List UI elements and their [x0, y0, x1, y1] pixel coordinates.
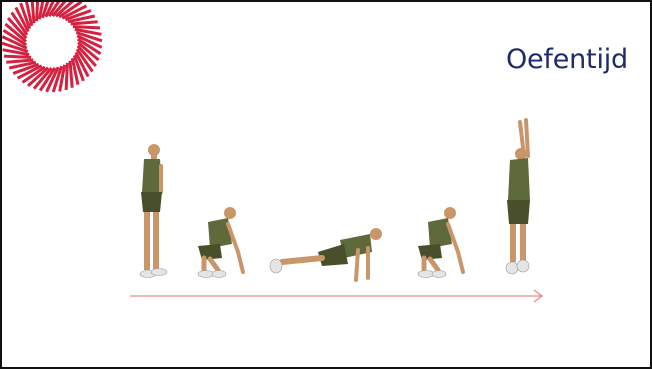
figure-standing: [140, 144, 167, 278]
progress-arrow: [130, 290, 542, 302]
slide-title: Oefentijd: [506, 44, 628, 75]
figure-squat-2: [418, 207, 463, 278]
figure-squat-1: [198, 207, 243, 278]
figure-jump: [506, 120, 530, 274]
sunburst-logo-icon: [0, 0, 108, 98]
burpee-sequence-illustration: [122, 112, 552, 312]
figure-plank: [270, 228, 382, 280]
